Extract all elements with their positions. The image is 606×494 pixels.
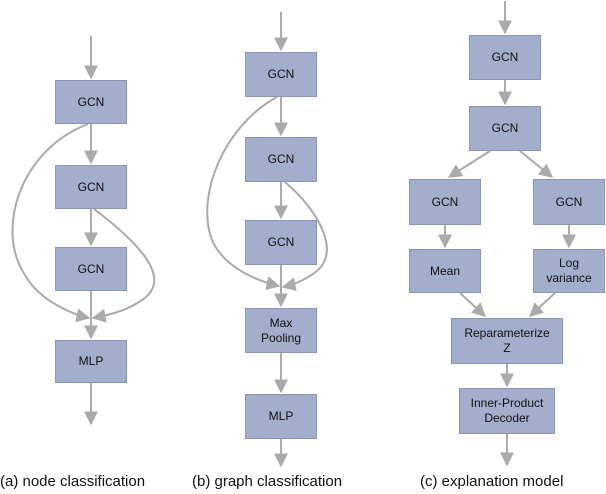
explain-gcn-right: GCN xyxy=(533,179,605,225)
explain-inner-product-decoder: Inner-Product Decoder xyxy=(459,388,555,434)
edge-c-mean-reparam xyxy=(459,292,487,317)
node-gcn-1: GCN xyxy=(55,80,127,124)
edge-a-skip-gcn1-mlp xyxy=(11,123,91,323)
explain-reparameterize: Reparameterize Z xyxy=(451,318,563,364)
edge-b-skip-gcn2-pool xyxy=(281,181,328,292)
graph-mlp: MLP xyxy=(245,394,317,439)
node-gcn-2: GCN xyxy=(55,165,127,209)
edge-c-gcn2-gcnleft xyxy=(447,150,491,178)
caption-explanation-model: (c) explanation model xyxy=(420,473,564,490)
graph-gcn-1: GCN xyxy=(245,52,317,97)
node-mlp: MLP xyxy=(55,340,127,383)
edge-b-skip-gcn1-pool xyxy=(206,96,281,290)
explain-mean: Mean xyxy=(409,249,481,293)
graph-max-pooling: Max Pooling xyxy=(245,308,317,353)
explain-gcn-left: GCN xyxy=(409,179,481,225)
caption-graph-classification: (b) graph classification xyxy=(192,473,343,490)
graph-gcn-3: GCN xyxy=(245,220,317,265)
edge-a-skip-gcn2-mlp xyxy=(91,208,156,323)
node-gcn-3: GCN xyxy=(55,247,127,291)
explain-gcn-1: GCN xyxy=(469,35,541,80)
graph-gcn-2: GCN xyxy=(245,137,317,182)
edge-c-logvar-reparam xyxy=(528,292,556,317)
explain-log-variance: Log variance xyxy=(533,249,605,293)
edge-c-gcn2-gcnright xyxy=(519,150,554,178)
caption-node-classification: (a) node classification xyxy=(0,473,146,490)
explain-gcn-2: GCN xyxy=(469,106,541,151)
